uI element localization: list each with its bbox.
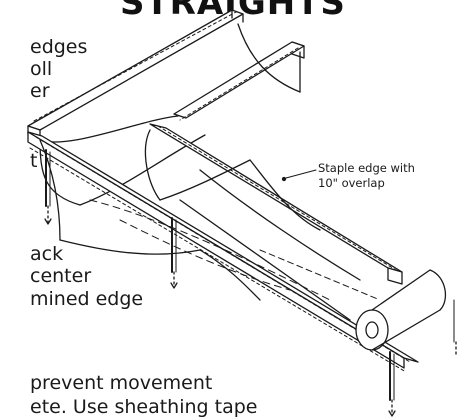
instruction-line-7: mined edge — [30, 288, 144, 310]
insulation-blanket — [39, 129, 381, 321]
instruction-line-3: er — [30, 80, 50, 102]
center-joist — [149, 123, 403, 273]
insulation-roll — [355, 269, 447, 351]
instruction-line-4: t — [30, 150, 38, 172]
callout-line-2: 10" overlap — [318, 176, 385, 190]
upper-joist-right — [173, 41, 305, 121]
instruction-line-2: oll — [30, 58, 53, 80]
instruction-line-6: center — [30, 265, 92, 287]
callout-line-1: Staple edge with — [318, 161, 415, 175]
instruction-line-5: ack — [30, 243, 64, 265]
center-joist-end — [387, 267, 403, 285]
callout-leader — [281, 169, 317, 182]
near-joist — [27, 131, 419, 373]
callout-label: Staple edge with 10" overlap — [318, 161, 415, 191]
support-posts — [44, 149, 457, 417]
instruction-line-1: edges — [30, 36, 88, 58]
bottom-line-1: prevent movement — [30, 372, 213, 394]
far-joist — [27, 9, 244, 139]
bottom-line-2: ete. Use sheathing tape — [30, 396, 258, 418]
